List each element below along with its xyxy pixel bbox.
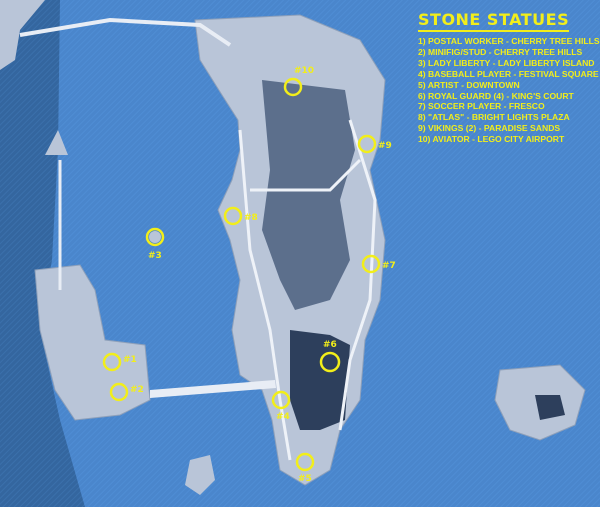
legend-item: 9) VIKINGS (2) - PARADISE SANDS xyxy=(418,123,561,134)
marker-5[interactable] xyxy=(295,452,315,472)
legend-list: 1) POSTAL WORKER - CHERRY TREE HILLS 2) … xyxy=(418,36,600,145)
legend-title: STONE STATUES xyxy=(418,10,570,32)
legend-item: 2) MINIFIG/STUD - CHERRY TREE HILLS xyxy=(418,46,583,57)
marker-6[interactable] xyxy=(319,351,341,373)
marker-label-8: #8 xyxy=(244,213,258,223)
marker-label-2: #2 xyxy=(130,385,144,395)
marker-label-4: #4 xyxy=(276,412,290,422)
legend-item: 7) SOCCER PLAYER - FRESCO xyxy=(418,101,545,112)
marker-4[interactable] xyxy=(271,390,291,410)
central-park xyxy=(262,80,355,310)
marker-label-7: #7 xyxy=(382,261,396,271)
marker-9[interactable] xyxy=(357,134,377,154)
west-island xyxy=(34,264,151,421)
legend-item: 1) POSTAL WORKER - CHERRY TREE HILLS xyxy=(418,36,600,46)
mainland-north xyxy=(0,0,45,70)
marker-10[interactable] xyxy=(283,77,303,97)
liberty-island xyxy=(149,231,161,243)
marker-7[interactable] xyxy=(361,254,381,274)
bridge-south xyxy=(150,380,276,398)
mainland-shade xyxy=(0,0,85,507)
bridge-north xyxy=(19,17,232,47)
roads xyxy=(238,119,377,461)
marker-label-9: #9 xyxy=(378,141,392,151)
marker-label-3: #3 xyxy=(148,251,162,261)
marker-1[interactable] xyxy=(102,352,122,372)
legend-item: 6) ROYAL GUARD (4) - KING'S COURT xyxy=(418,90,574,101)
small-island-south xyxy=(185,455,215,495)
bridge-pier xyxy=(45,130,68,155)
marker-label-1: #1 xyxy=(123,355,137,365)
legend-item: 5) ARTIST - DOWNTOWN xyxy=(418,79,520,90)
marker-label-6: #6 xyxy=(323,340,337,350)
legend-item: 8) "ATLAS" - BRIGHT LIGHTS PLAZA xyxy=(418,112,570,123)
marker-8[interactable] xyxy=(223,206,243,226)
legend-item: 3) LADY LIBERTY - LADY LIBERTY ISLAND xyxy=(418,57,595,68)
marker-label-10: #10 xyxy=(294,66,314,76)
marker-3[interactable] xyxy=(145,227,165,247)
marker-label-5: #5 xyxy=(298,474,312,484)
legend-item: 4) BASEBALL PLAYER - FESTIVAL SQUARE xyxy=(418,68,599,79)
marker-2[interactable] xyxy=(109,382,129,402)
legend-item: 10) AVIATOR - LEGO CITY AIRPORT xyxy=(418,134,565,145)
legend: STONE STATUES 1) POSTAL WORKER - CHERRY … xyxy=(418,10,600,145)
island-building xyxy=(535,395,565,420)
